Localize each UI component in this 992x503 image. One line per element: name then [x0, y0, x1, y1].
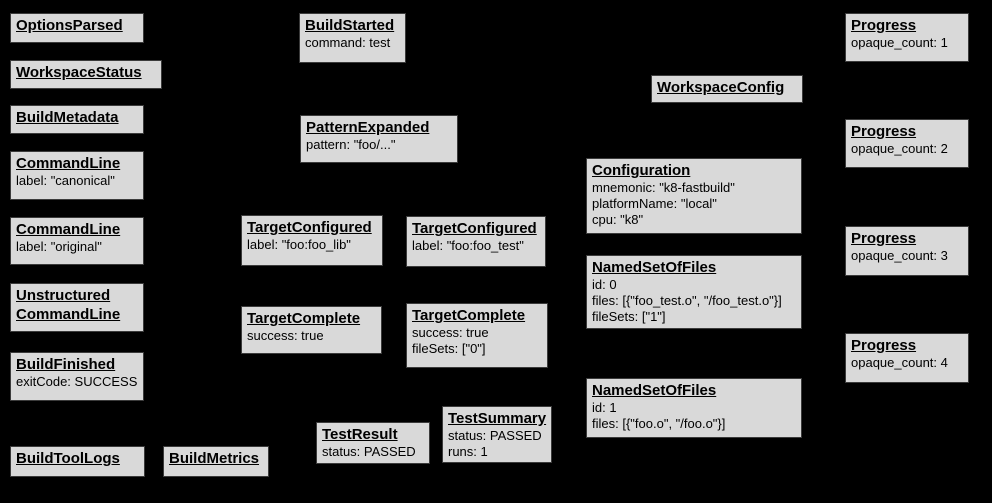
- node-title: Progress: [851, 17, 917, 34]
- node-title: BuildFinished: [16, 356, 116, 373]
- node-workspace-config: WorkspaceConfig: [651, 75, 803, 103]
- node-attribute-line: exitCode: SUCCESS: [16, 374, 138, 389]
- node-attribute-line: cpu: "k8": [592, 212, 644, 227]
- node-attribute-line: success: true: [247, 328, 324, 343]
- node-title: Progress: [851, 230, 917, 247]
- node-attribute-line: fileSets: ["0"]: [412, 341, 486, 356]
- node-title: TargetConfigured: [412, 220, 537, 237]
- node-title: PatternExpanded: [306, 119, 430, 136]
- node-attribute-line: label: "original": [16, 239, 102, 254]
- node-title: Progress: [851, 337, 917, 354]
- node-title: TargetComplete: [247, 310, 361, 327]
- node-title: Configuration: [592, 162, 691, 179]
- node-attribute-line: runs: 1: [448, 444, 488, 459]
- node-options-parsed: OptionsParsed: [10, 13, 144, 43]
- node-attribute-line: label: "canonical": [16, 173, 115, 188]
- node-title: OptionsParsed: [16, 17, 123, 34]
- node-attribute-line: pattern: "foo/...": [306, 137, 396, 152]
- node-attribute-line: opaque_count: 2: [851, 141, 948, 156]
- node-title: TargetComplete: [412, 307, 526, 324]
- node-title: CommandLine: [16, 155, 121, 172]
- node-title: WorkspaceStatus: [16, 64, 142, 81]
- node-title: Unstructured: [16, 287, 111, 304]
- node-title: CommandLine: [16, 306, 121, 323]
- node-attribute-line: label: "foo:foo_lib": [247, 237, 351, 252]
- node-title: TargetConfigured: [247, 219, 372, 236]
- node-attribute-line: command: test: [305, 35, 391, 50]
- node-attribute-line: files: [{"foo.o", "/foo.o"}]: [592, 416, 726, 431]
- node-attribute-line: status: PASSED: [448, 428, 542, 443]
- node-title: TestSummary: [448, 410, 547, 427]
- node-title: BuildStarted: [305, 17, 395, 34]
- node-title: CommandLine: [16, 221, 121, 238]
- node-title: NamedSetOfFiles: [592, 259, 717, 276]
- node-attribute-line: opaque_count: 4: [851, 355, 948, 370]
- node-title: WorkspaceConfig: [657, 79, 785, 96]
- node-title: BuildToolLogs: [16, 450, 120, 467]
- node-build-tool-logs: BuildToolLogs: [10, 446, 145, 477]
- node-attribute-line: status: PASSED: [322, 444, 416, 459]
- node-attribute-line: success: true: [412, 325, 489, 340]
- node-attribute-line: platformName: "local": [592, 196, 717, 211]
- node-title: Progress: [851, 123, 917, 140]
- node-attribute-line: files: [{"foo_test.o", "/foo_test.o"}]: [592, 293, 782, 308]
- node-title: TestResult: [322, 426, 398, 443]
- node-attribute-line: opaque_count: 3: [851, 248, 948, 263]
- node-attribute-line: mnemonic: "k8-fastbuild": [592, 180, 735, 195]
- node-build-metadata: BuildMetadata: [10, 105, 144, 134]
- node-attribute-line: opaque_count: 1: [851, 35, 948, 50]
- node-title: NamedSetOfFiles: [592, 382, 717, 399]
- node-workspace-status: WorkspaceStatus: [10, 60, 162, 89]
- node-title: BuildMetrics: [169, 450, 260, 467]
- node-attribute-line: id: 0: [592, 277, 617, 292]
- node-attribute-line: id: 1: [592, 400, 617, 415]
- node-attribute-line: label: "foo:foo_test": [412, 238, 524, 253]
- node-build-metrics: BuildMetrics: [163, 446, 269, 477]
- node-title: BuildMetadata: [16, 109, 119, 126]
- node-attribute-line: fileSets: ["1"]: [592, 309, 666, 324]
